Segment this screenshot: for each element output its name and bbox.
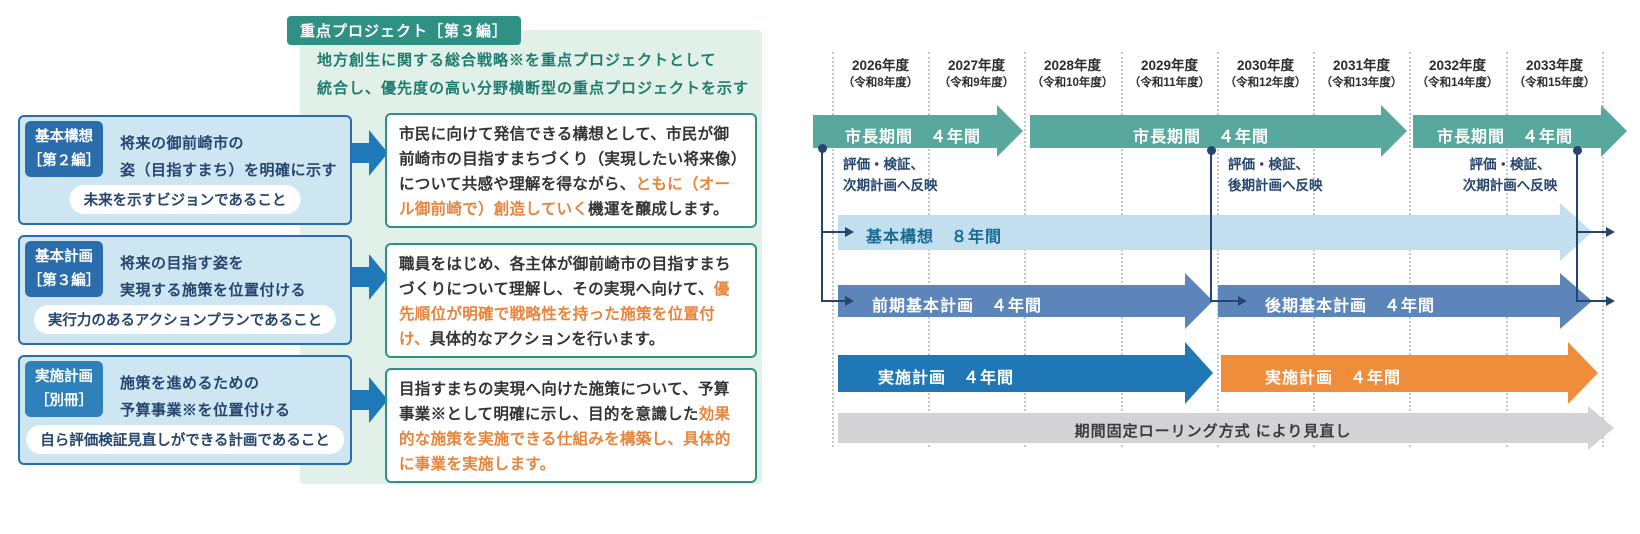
detail-box-jisshi: 目指すまちの実現へ向けた施策について、予算事業※として明確に示し、目的を意識した…	[385, 368, 757, 483]
right-arrow-icon	[352, 267, 369, 287]
connector-line	[821, 300, 845, 302]
connector-line	[821, 231, 845, 233]
arrowhead-icon	[1601, 105, 1627, 157]
eval-note-2: 評価・検証、 後期計画へ反映	[1228, 157, 1323, 193]
connector-arrow-icon	[845, 296, 854, 306]
arrowhead-icon	[1185, 273, 1213, 329]
zenki-keikaku-label: 前期基本計画 ４年間	[872, 298, 1043, 315]
arrowhead-icon	[997, 105, 1023, 157]
plan-desc-line1: 将来の御前崎市の	[120, 135, 245, 152]
plan-box-jisshi-keikaku: 実施計画 ［別冊］ 施策を進めるための 予算事業※を位置付ける 自ら評価検証見直…	[18, 355, 352, 465]
kouki-keikaku-label: 後期基本計画 ４年間	[1265, 298, 1436, 315]
connector-line	[821, 147, 823, 302]
connector-arrow-icon	[1238, 296, 1247, 306]
connector-line	[1576, 231, 1606, 233]
column-separator	[832, 52, 834, 447]
tab-volume: ［第２編］	[27, 153, 101, 169]
year-header-2031: 2031年度 （令和13年度）	[1320, 58, 1403, 89]
detail-box-keikaku: 職員をはじめ、各主体が御前崎市の目指すまちづくりについて理解し、その実現へ向けて…	[385, 243, 757, 358]
plan-desc-line2: 実現する施策を位置付ける	[120, 282, 307, 299]
column-separator	[1602, 52, 1604, 447]
kihon-kousou-bar	[838, 215, 1560, 250]
plan-desc: 施策を進めるための 予算事業※を位置付ける	[120, 370, 291, 424]
connector-line	[1210, 149, 1212, 302]
plan-box-kihon-kousou: 基本構想 ［第２編］ 将来の御前崎市の 姿（目指すまち）を明確に示す 未来を示す…	[18, 115, 352, 225]
detail-box-kousou: 市民に向けて発信できる構想として、市民が御前崎市の目指すまちづくり（実現したい将…	[385, 113, 757, 228]
right-arrow-icon	[369, 377, 388, 423]
zenki-keikaku-bar	[838, 285, 1185, 317]
tab-title: 基本計画	[35, 249, 93, 265]
year-header-2028: 2028年度 （令和10年度）	[1031, 58, 1114, 89]
jisshi-early-bar	[838, 355, 1185, 392]
rolling-bar	[838, 413, 1588, 443]
mayor-term-bar-2	[1030, 115, 1381, 148]
arrowhead-icon	[1381, 105, 1407, 157]
connector-line	[1576, 300, 1606, 302]
connector-line	[1210, 300, 1238, 302]
right-arrow-icon	[369, 130, 388, 176]
mayor-term-bar-3	[1413, 115, 1601, 148]
mayor-term-label-3: 市長期間 ４年間	[1437, 129, 1574, 146]
arrowhead-icon	[1185, 342, 1213, 404]
priority-project-badge: 重点プロジェクト［第３編］	[287, 16, 522, 45]
right-arrow-icon	[352, 143, 369, 163]
intro-line-2: 統合し、優先度の高い分野横断型の重点プロジェクトを示す	[317, 80, 750, 97]
year-header-2033: 2033年度 （令和15年度）	[1513, 58, 1596, 89]
jisshi-early-label: 実施計画 ４年間	[878, 370, 1015, 387]
eval-note-3: 評価・検証、 次期計画へ反映	[1462, 157, 1558, 193]
jisshi-late-bar	[1221, 355, 1568, 392]
right-arrow-icon	[352, 390, 369, 410]
plan-desc: 将来の御前崎市の 姿（目指すまち）を明確に示す	[120, 130, 337, 184]
jisshi-late-label: 実施計画 ４年間	[1265, 370, 1402, 387]
mayor-term-bar-1	[813, 115, 997, 148]
priority-project-intro: 地方創生に関する総合戦略※を重点プロジェクトとして 統合し、優先度の高い分野横断…	[317, 47, 749, 103]
mayor-term-label-2: 市長期間 ４年間	[1133, 129, 1270, 146]
arrowhead-icon	[1568, 342, 1598, 404]
year-header-2027: 2027年度 （令和9年度）	[938, 58, 1015, 89]
connector-arrow-icon	[845, 227, 854, 237]
plan-tab-kihon-kousou: 基本構想 ［第２編］	[25, 121, 103, 177]
year-header-2026: 2026年度 （令和8年度）	[842, 58, 919, 89]
arrowhead-icon	[1588, 406, 1614, 450]
tab-volume: ［別冊］	[35, 393, 93, 409]
kouki-keikaku-bar	[1218, 285, 1560, 317]
eval-note-1: 評価・検証、 次期計画へ反映	[843, 157, 938, 193]
rolling-label: 期間固定ローリング方式 により見直し	[1074, 423, 1352, 440]
mayor-term-label-1: 市長期間 ４年間	[845, 129, 982, 146]
plan-pill: 未来を示すビジョンであること	[69, 185, 301, 214]
plan-box-kihon-keikaku: 基本計画 ［第３編］ 将来の目指す姿を 実現する施策を位置付ける 実行力のあるア…	[18, 235, 352, 345]
tab-title: 基本構想	[35, 129, 93, 145]
right-arrow-icon	[369, 254, 388, 300]
plan-desc-line1: 施策を進めるための	[120, 375, 260, 392]
plan-desc-line1: 将来の目指す姿を	[120, 255, 245, 272]
plan-desc-line2: 姿（目指すまち）を明確に示す	[120, 162, 338, 179]
connector-arrow-icon	[1606, 296, 1615, 306]
tab-title: 実施計画	[35, 369, 93, 385]
plan-tab-kihon-keikaku: 基本計画 ［第３編］	[25, 241, 103, 297]
year-header-2029: 2029年度 （令和11年度）	[1128, 58, 1211, 89]
year-header-2032: 2032年度 （令和14年度）	[1416, 58, 1499, 89]
plan-desc: 将来の目指す姿を 実現する施策を位置付ける	[120, 250, 306, 304]
plan-desc-line2: 予算事業※を位置付ける	[120, 402, 291, 419]
kihon-kousou-label: 基本構想 ８年間	[866, 229, 1003, 246]
connector-line	[1576, 149, 1578, 302]
plan-tab-jisshi-keikaku: 実施計画 ［別冊］	[25, 361, 103, 417]
intro-line-1: 地方創生に関する総合戦略※を重点プロジェクトとして	[317, 52, 717, 69]
plan-pill: 自ら評価検証見直しができる計画であること	[26, 425, 344, 454]
connector-arrow-icon	[1606, 227, 1615, 237]
year-header-2030: 2030年度 （令和12年度）	[1224, 58, 1307, 89]
plan-pill: 実行力のあるアクションプランであること	[33, 305, 337, 334]
tab-volume: ［第３編］	[27, 273, 101, 289]
